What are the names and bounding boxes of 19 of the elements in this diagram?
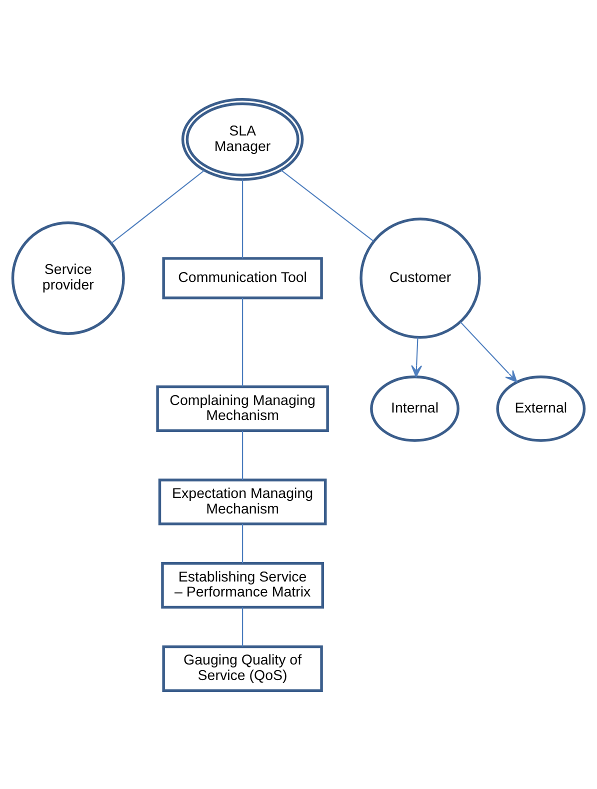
- arrow: [460, 321, 518, 382]
- connector: [242, 606, 244, 646]
- node-ellipse: External: [496, 375, 586, 442]
- connector: [280, 169, 374, 242]
- node-circle: Customer: [360, 217, 481, 338]
- node-box: Communication Tool: [162, 256, 323, 299]
- connector: [242, 430, 244, 480]
- node-box: Expectation Managing Mechanism: [158, 478, 327, 525]
- node-circle: Service provider: [11, 220, 125, 334]
- arrow: [411, 336, 422, 377]
- node-box: Establishing Service – Performance Matrix: [161, 562, 324, 608]
- node-ellipse: SLA Manager: [181, 98, 304, 180]
- node-box: Gauging Quality of Service (QoS): [162, 644, 323, 692]
- connector: [242, 297, 244, 386]
- node-box: Complaining Managing Mechanism: [156, 384, 329, 432]
- connector: [242, 523, 244, 563]
- connector: [110, 170, 205, 244]
- node-ellipse: Internal: [370, 375, 460, 442]
- connector: [242, 179, 244, 258]
